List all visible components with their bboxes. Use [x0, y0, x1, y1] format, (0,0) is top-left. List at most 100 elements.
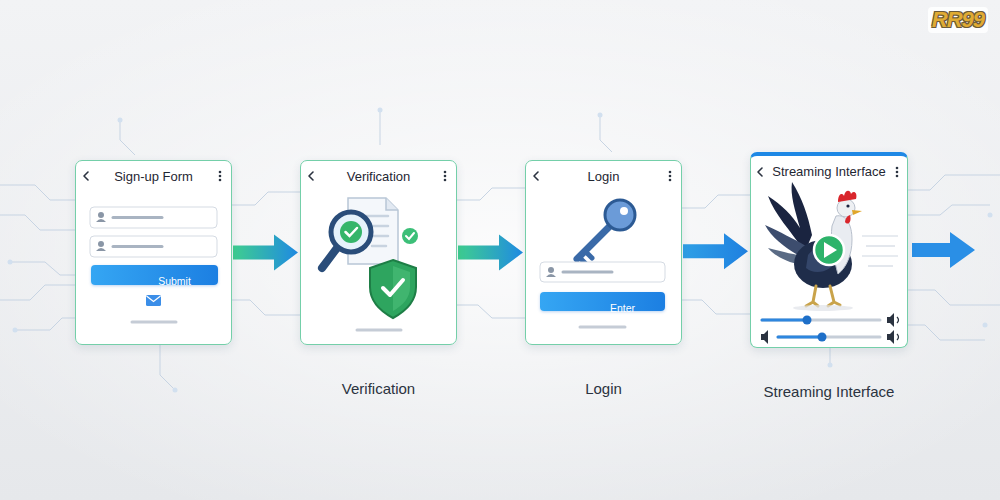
circuit-lines	[380, 110, 381, 145]
circuit-lines	[908, 290, 1000, 305]
step-caption: Verification	[342, 380, 415, 397]
circuit-dots	[8, 108, 993, 393]
brand-logo: RR99	[928, 7, 988, 33]
button-label: Submit	[158, 271, 191, 291]
circuit-dots	[988, 213, 993, 218]
circuit-dots	[118, 118, 123, 123]
volume-slider	[818, 333, 827, 342]
key-icon	[585, 251, 592, 258]
play-button	[814, 235, 844, 265]
menu-dots	[219, 179, 222, 182]
rooster-figure	[845, 215, 851, 224]
rooster-figure	[806, 286, 818, 306]
menu-dots	[219, 171, 222, 174]
menu-dots	[444, 179, 447, 182]
shield-icon	[383, 280, 403, 295]
volume-slider	[761, 330, 768, 344]
document-icon	[386, 198, 398, 210]
flow-arrow	[683, 233, 748, 269]
volume-slider	[778, 336, 822, 339]
card-grounds	[300, 160, 457, 345]
input-field	[113, 245, 162, 248]
circuit-lines	[10, 262, 75, 275]
input-field	[113, 216, 162, 219]
back-chevron	[758, 168, 762, 176]
card-grounds	[75, 152, 908, 348]
menu-dots	[896, 171, 899, 174]
volume-slider	[762, 319, 807, 322]
action-button: Submit	[91, 265, 218, 285]
rooster-figure	[793, 305, 853, 311]
input-field	[90, 236, 217, 257]
input-field	[546, 274, 556, 277]
rooster-figure	[846, 204, 849, 207]
circuit-dots	[8, 260, 13, 265]
play-button	[824, 242, 837, 258]
play-button	[814, 235, 844, 265]
circuit-lines	[0, 215, 75, 230]
magnifier-icon	[340, 221, 362, 243]
rooster-figure	[838, 191, 856, 202]
screen-card: VerificationVerification	[300, 160, 457, 345]
card-grounds	[75, 160, 232, 345]
document-icon	[406, 233, 414, 239]
stream-lines	[862, 236, 898, 266]
circuit-dots	[828, 363, 833, 368]
key-icon	[620, 207, 628, 215]
magnifier-icon	[331, 212, 371, 252]
envelope-icon	[146, 295, 161, 306]
screen-title: Sign-up Form	[96, 167, 211, 187]
step-caption: Streaming Interface	[764, 383, 895, 400]
circuit-dots	[13, 328, 18, 333]
rooster-figure	[765, 182, 862, 311]
volume-slider	[762, 313, 899, 327]
outgoing-arrow	[912, 232, 975, 268]
input-field	[90, 236, 217, 257]
circuit-lines	[120, 120, 135, 155]
magnifier-icon	[322, 212, 371, 268]
volume-slider	[778, 336, 880, 339]
menu-dots	[444, 171, 447, 174]
back-chevron	[84, 172, 88, 180]
circuit-lines	[160, 345, 175, 390]
menu-dots	[219, 175, 222, 178]
button-label: Enter	[610, 298, 635, 318]
screen-card: LoginLoginEnter	[525, 160, 682, 345]
key-icon	[577, 200, 635, 263]
home-bar	[357, 329, 401, 332]
input-field	[563, 271, 612, 274]
menu-dots	[444, 175, 447, 178]
circuit-lines	[0, 285, 75, 300]
step-caption: Login	[585, 380, 622, 397]
volume-slider	[803, 316, 812, 325]
input-field	[96, 248, 106, 251]
card-grounds	[525, 160, 682, 345]
magnifier-icon	[346, 228, 358, 236]
input-field	[98, 212, 104, 218]
home-bar	[580, 326, 625, 329]
volume-slider	[897, 334, 899, 340]
volume-slider	[887, 313, 894, 327]
circuit-dots	[173, 388, 178, 393]
card-grounds	[750, 152, 908, 348]
envelope-icon	[147, 296, 161, 302]
stream-lines	[866, 245, 895, 246]
circuit-dots	[983, 323, 988, 328]
input-field	[98, 241, 104, 247]
flow-arrow	[458, 235, 523, 271]
screen-title: Streaming Interface	[771, 162, 887, 182]
menu-dots	[669, 171, 672, 174]
circuit-lines	[600, 115, 612, 152]
flow-arrow	[233, 235, 298, 271]
screen-title: Login	[546, 167, 661, 187]
volume-slider	[887, 330, 894, 344]
home-bar	[132, 321, 176, 324]
input-field	[90, 207, 217, 228]
screen-card: Streaming InterfaceStreaming Interface	[750, 152, 908, 348]
magnifier-icon	[322, 248, 337, 268]
circuit-lines	[0, 110, 1000, 390]
